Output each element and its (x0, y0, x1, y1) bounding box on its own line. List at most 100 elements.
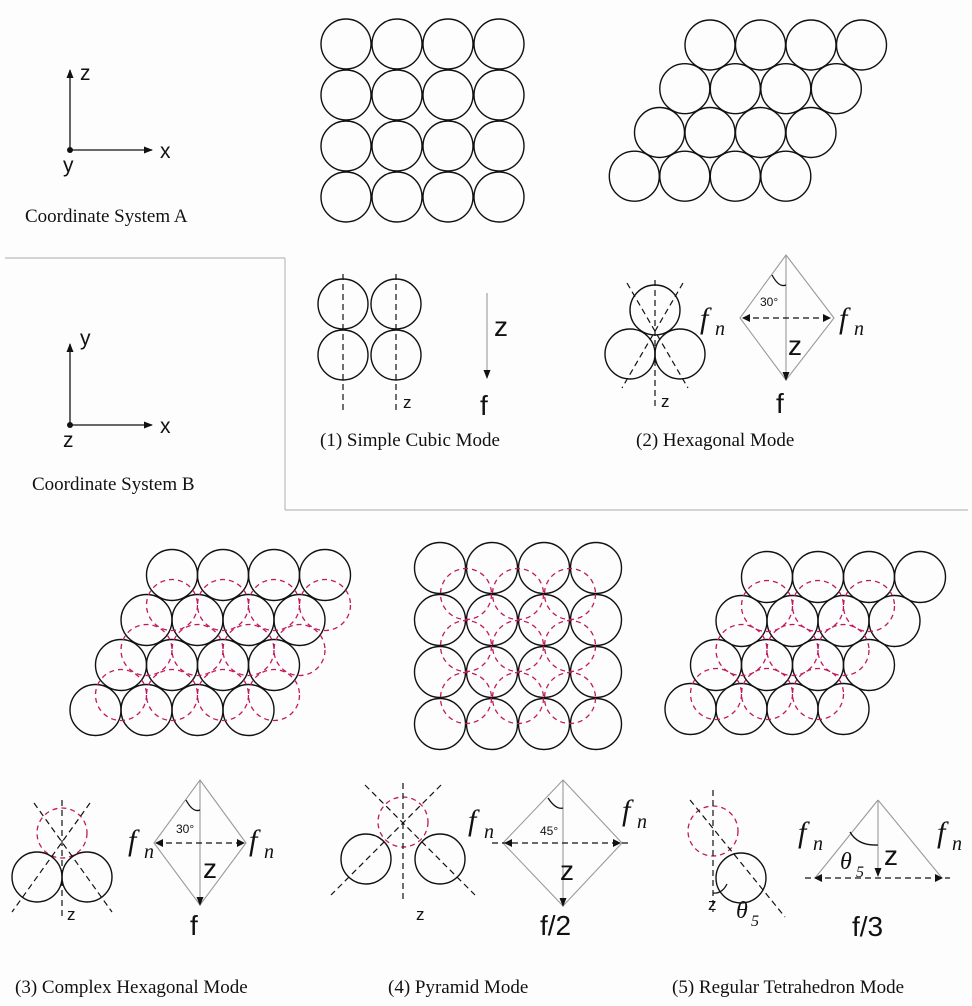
upper-sphere-dashed (491, 567, 545, 621)
upper-sphere-dashed (543, 671, 597, 725)
axis-origin-dot (67, 147, 73, 153)
upper-sphere-dashed (817, 623, 870, 677)
mode-4-normal-right-sub: n (637, 811, 647, 833)
upper-sphere-dashed (196, 578, 250, 632)
sphere (414, 833, 466, 885)
center-line (689, 799, 786, 918)
sphere (413, 593, 467, 647)
angle-arc (771, 274, 787, 287)
sphere (684, 106, 736, 159)
axis-label-right: x (160, 415, 171, 438)
center-line (11, 802, 91, 913)
sphere (709, 150, 761, 202)
sphere (465, 697, 519, 751)
center-line (364, 784, 476, 896)
arrowhead (155, 839, 163, 847)
sphere (569, 697, 623, 751)
sphere (145, 548, 199, 602)
sphere (422, 69, 474, 121)
sphere (842, 638, 896, 692)
arrowhead (613, 839, 621, 847)
upper-sphere-dashed (222, 623, 275, 677)
sphere (247, 548, 301, 602)
mode-5-normal-right-sub: n (952, 833, 962, 855)
arrowhead (237, 839, 245, 847)
sphere (413, 697, 467, 751)
upper-sphere-dashed (196, 668, 250, 722)
mode-2-angle: 30° (760, 295, 778, 309)
upper-sphere-dashed (145, 668, 199, 722)
sphere (760, 62, 812, 115)
square-lattice-top (320, 18, 525, 223)
sphere (868, 594, 921, 648)
sphere (835, 19, 888, 71)
angle-arc (547, 797, 564, 809)
mode-3-angle: 30° (176, 822, 194, 836)
upper-sphere-dashed (791, 667, 845, 721)
mode-2-normal-left-sub: n (715, 318, 725, 340)
sphere (465, 645, 519, 699)
mode-5-theta-sub: 5 (856, 864, 864, 881)
sphere (247, 638, 301, 692)
mode-3-axis-label: z (203, 853, 217, 884)
mode-3-z-label: z (67, 905, 76, 924)
mode-4-z-label: z (416, 905, 425, 924)
upper-sphere-dashed (491, 671, 545, 725)
coordinate-system-b-label: Coordinate System B (32, 474, 195, 495)
sphere (320, 120, 372, 172)
sphere (604, 328, 656, 380)
sphere (473, 120, 525, 172)
mode-2-caption: (2) Hexagonal Mode (636, 430, 794, 451)
sphere (273, 593, 326, 647)
mode-3-force-label: f (190, 910, 198, 941)
hexagonal-lattice-top (608, 19, 888, 202)
sphere (684, 19, 736, 71)
tetrahedron-lattice (664, 550, 947, 736)
upper-sphere-dashed (689, 667, 743, 721)
mode-5-z-label: z (708, 895, 717, 914)
sphere (371, 69, 423, 121)
sphere (715, 852, 767, 904)
upper-sphere-dashed (171, 623, 224, 677)
mode-3-caption: (3) Complex Hexagonal Mode (15, 977, 248, 998)
center-line (621, 282, 684, 389)
mode-3-normal-left: f (128, 824, 140, 857)
mode-1-simple-cubic: z z f (1) Simple Cubic Mode (317, 274, 508, 451)
mode-4-force-label: f/2 (540, 910, 571, 941)
upper-sphere-dashed (491, 619, 545, 673)
angle-arc (712, 883, 728, 894)
angle-arc (849, 831, 879, 846)
sphere (517, 645, 571, 699)
sphere (633, 106, 686, 159)
mode-5-theta-bottom: θ (736, 898, 748, 924)
sphere (654, 328, 706, 380)
sphere (517, 541, 571, 595)
sphere (473, 18, 525, 70)
sphere (473, 69, 525, 121)
mode-3-normal-left-sub: n (144, 841, 154, 863)
axis-label-right: x (160, 140, 171, 163)
upper-sphere-dashed (543, 619, 597, 673)
center-line (626, 282, 689, 389)
sphere (817, 682, 870, 736)
upper-sphere-dashed (439, 567, 493, 621)
sphere (760, 150, 812, 202)
mode-4-axis-label: z (560, 855, 574, 886)
mode-3-normal-right-sub: n (264, 841, 274, 863)
mode-2-axis-label: z (788, 330, 802, 361)
force-side (877, 799, 943, 879)
sphere (517, 593, 571, 647)
mode-4-normal-left-sub: n (484, 821, 494, 843)
sphere (298, 548, 352, 602)
coordinate-system-a: z x y Coordinate System A (25, 62, 188, 227)
sphere (413, 541, 467, 595)
mode-5-caption: (5) Regular Tetrahedron Mode (672, 977, 904, 998)
upper-sphere-dashed (740, 667, 794, 721)
coordinate-system-b: y x z Coordinate System B (32, 327, 195, 495)
upper-sphere-dashed (120, 623, 173, 677)
force-side (814, 799, 879, 879)
mode-2-normal-left: f (700, 302, 712, 335)
upper-sphere-dashed (842, 579, 896, 633)
sphere (842, 550, 896, 604)
